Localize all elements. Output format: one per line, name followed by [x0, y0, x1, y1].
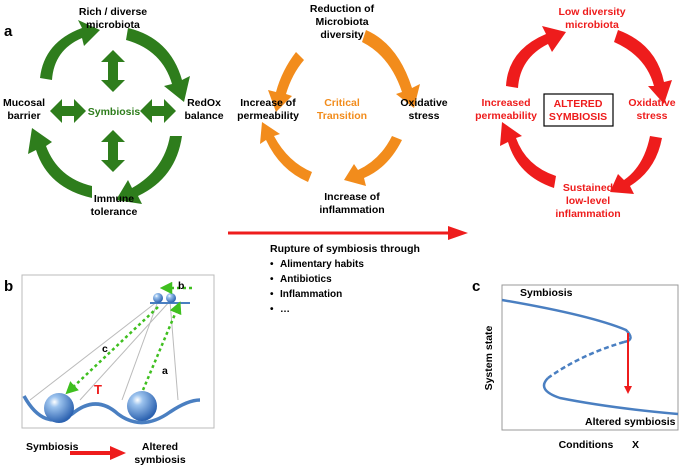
rupture-title: Rupture of symbiosis through	[270, 243, 420, 255]
node-sustained-line1: Sustained	[563, 182, 613, 194]
center-critical-line2: Transition	[317, 110, 367, 122]
bullet-icon: •	[270, 259, 274, 270]
double-arrow-icon	[50, 99, 86, 123]
arrow-label-a: a	[162, 365, 168, 377]
center-altered-line1: ALTERED	[554, 98, 603, 110]
ball-small-left	[153, 293, 163, 303]
altered-cycle	[500, 26, 672, 194]
node-sustained-line2: low-level	[566, 195, 610, 207]
node-microbiota-line2: microbiota	[86, 19, 140, 31]
rupture-item: Antibiotics	[280, 274, 332, 285]
ball-small-right	[166, 293, 176, 303]
panel-b-label: b	[4, 278, 13, 295]
node-reduction-line3: diversity	[320, 29, 363, 41]
rupture-item: Inflammation	[280, 289, 342, 300]
bifurcation-frame	[501, 284, 679, 431]
center-critical-line1: Critical	[324, 97, 360, 109]
node-mucosal-line1: Mucosal	[3, 97, 45, 109]
arrowhead-icon	[448, 226, 468, 240]
altered-symbiosis-box	[543, 93, 614, 127]
node-redox-line1: RedOx	[187, 97, 221, 109]
rupture-item: …	[280, 304, 290, 315]
state-symbiosis-label: Symbiosis	[26, 441, 79, 453]
threshold-label-T: T	[94, 382, 102, 397]
cycle-arrow-icon	[116, 136, 182, 204]
panel-c-label: c	[472, 278, 480, 295]
curve-label-symbiosis: Symbiosis	[520, 287, 573, 299]
node-sustained-line3: inflammation	[555, 208, 620, 220]
unstable-branch	[547, 340, 625, 380]
cycle-arrow-icon	[362, 30, 420, 108]
x-axis-label: Conditions	[559, 439, 614, 451]
cycle-arrow-icon	[500, 122, 556, 188]
curve-label-altered: Altered symbiosis	[585, 416, 676, 428]
cycle-arrow-icon	[268, 52, 304, 112]
node-inflammation-line1: Increase of	[324, 191, 380, 203]
state-altered-line2: symbiosis	[134, 454, 186, 466]
node-permeability-line2: permeability	[237, 110, 299, 122]
cycle-arrow-icon	[40, 20, 100, 80]
cycle-arrow-icon	[344, 136, 402, 186]
y-axis-label: System state	[483, 325, 495, 390]
cycle-arrow-icon	[614, 30, 672, 104]
center-altered-line2: SYMBIOSIS	[549, 111, 607, 123]
cycle-arrow-icon	[126, 28, 190, 102]
arrow-label-b: b	[178, 280, 184, 292]
node-oxidative-line2: stress	[409, 110, 440, 122]
panel-a-label: a	[4, 23, 13, 40]
node-reduction-line2: Microbiota	[315, 16, 368, 28]
rupture-arrow	[228, 226, 468, 240]
lower-branch	[542, 377, 679, 416]
node-immune-line1: Immune	[94, 193, 134, 205]
cycle-arrow-icon	[610, 136, 662, 194]
bifurcation-diagram: Symbiosis Altered symbiosis System state…	[483, 284, 679, 451]
cycle-arrow-icon	[28, 128, 92, 198]
x-variable-label: X	[632, 439, 639, 451]
landscape-shift-arrow	[70, 446, 126, 460]
double-arrow-icon	[101, 50, 125, 92]
node-ox-stress-line2: stress	[637, 110, 668, 122]
transition-cycle-labels: Reduction of Microbiota diversity Increa…	[237, 3, 448, 216]
double-arrow-icon	[101, 130, 125, 172]
ball-altered	[127, 391, 157, 421]
arrowhead-icon	[110, 446, 126, 460]
node-permeability-line1: Increase of	[240, 97, 296, 109]
arrow-label-c: c	[102, 343, 108, 355]
node-reduction-line1: Reduction of	[310, 3, 375, 15]
altered-cycle-labels: Low diversity microbiota Increased perme…	[475, 6, 676, 220]
bullet-icon: •	[270, 289, 274, 300]
bullet-icon: •	[270, 304, 274, 315]
rupture-list: Rupture of symbiosis through • Alimentar…	[270, 243, 420, 315]
rupture-item: Alimentary habits	[280, 259, 364, 270]
node-redox-line2: balance	[184, 110, 223, 122]
upper-branch	[501, 298, 632, 344]
symbiosis-cycle	[28, 20, 190, 204]
landscape-diagram: b c a T	[21, 274, 215, 429]
node-inflammation-line2: inflammation	[319, 204, 384, 216]
transition-cycle	[260, 30, 420, 186]
node-mucosal-line2: barrier	[7, 110, 40, 122]
ball-symbiosis	[44, 393, 74, 423]
bullet-icon: •	[270, 274, 274, 285]
cycle-arrow-icon	[260, 122, 312, 182]
symbiosis-cycle-labels: Rich / diverse microbiota Mucosal barrie…	[3, 6, 224, 218]
node-ox-stress-line1: Oxidative	[628, 97, 675, 109]
node-increased-perm-line1: Increased	[481, 97, 530, 109]
node-low-diversity-line1: Low diversity	[558, 6, 625, 18]
cycle-arrow-icon	[506, 26, 566, 88]
node-immune-line2: tolerance	[91, 206, 138, 218]
node-microbiota-line1: Rich / diverse	[79, 6, 147, 18]
center-symbiosis: Symbiosis	[88, 106, 141, 118]
state-altered-line1: Altered	[142, 441, 178, 453]
node-low-diversity-line2: microbiota	[565, 19, 619, 31]
node-oxidative-line1: Oxidative	[400, 97, 447, 109]
double-arrow-icon	[140, 99, 176, 123]
node-increased-perm-line2: permeability	[475, 110, 537, 122]
